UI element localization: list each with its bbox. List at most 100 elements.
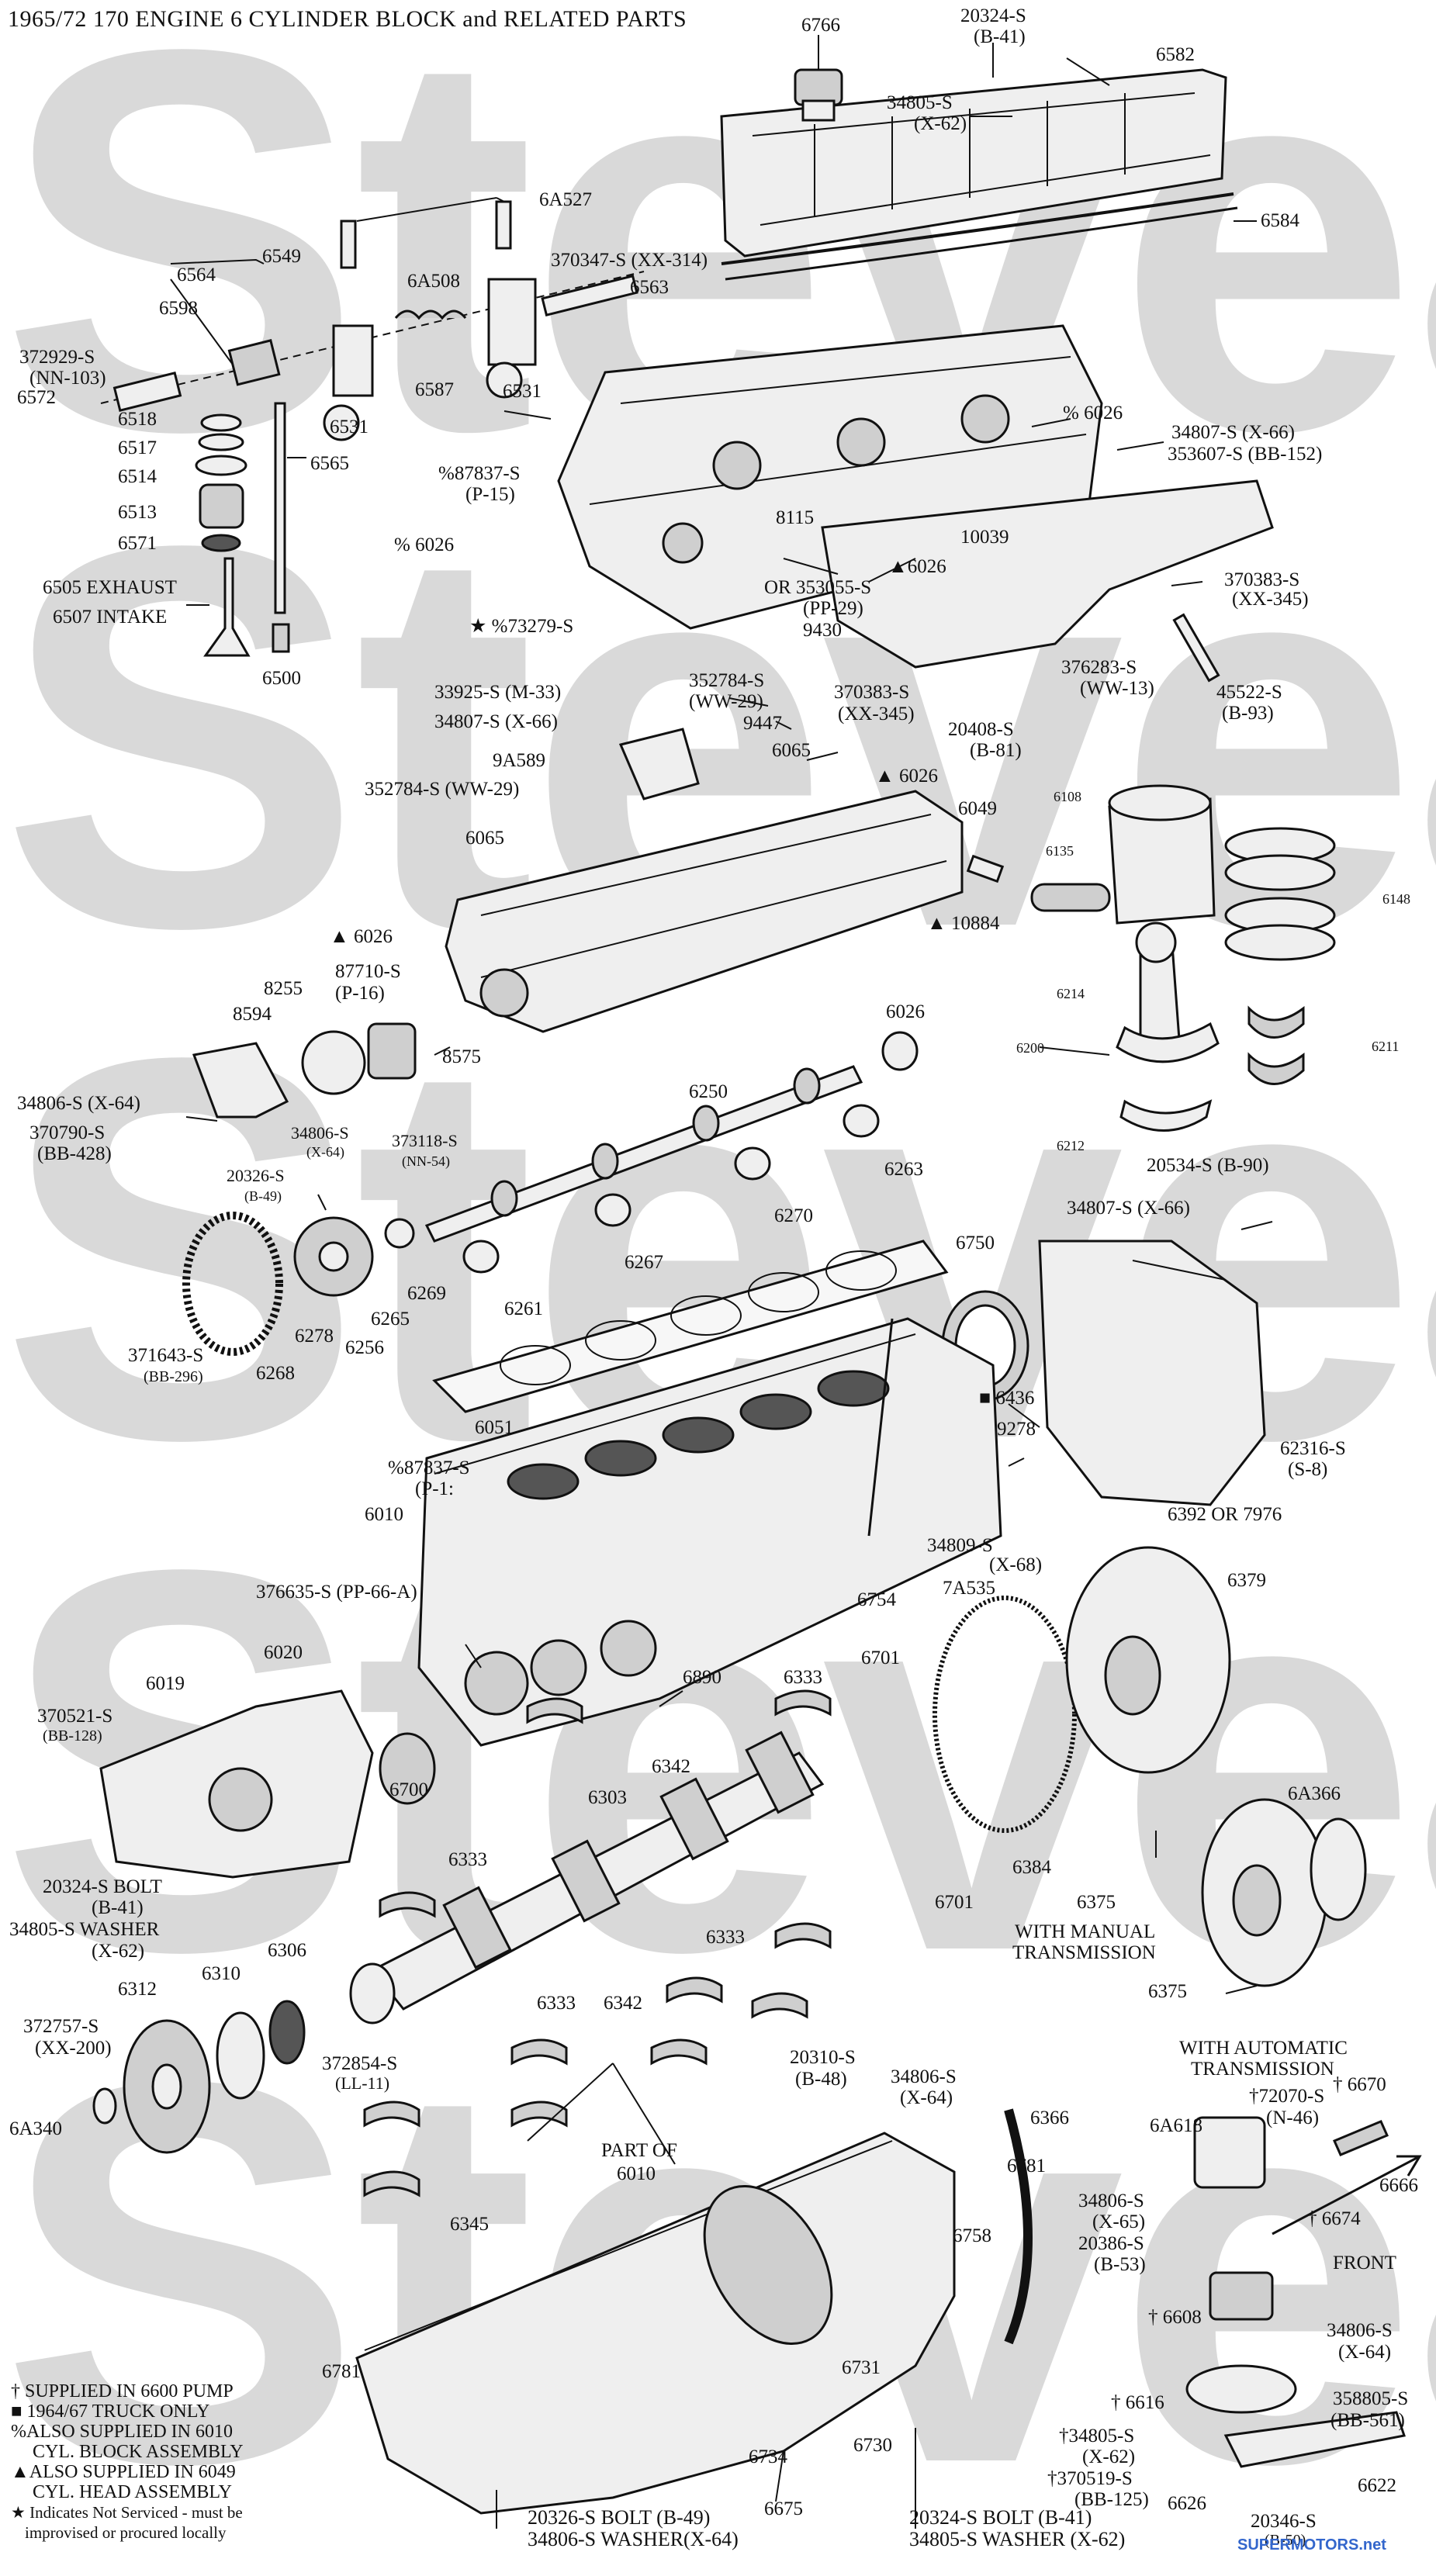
label-6019: 6019: [146, 1673, 185, 1694]
label-6622: 6622: [1358, 2475, 1396, 2496]
label-b-93: (B-93): [1222, 703, 1274, 724]
label-6051: 6051: [475, 1417, 514, 1438]
label-34805-s: 34805-S: [887, 92, 953, 113]
label-b-41-bolt: (B-41): [92, 1897, 144, 1918]
label-10039: 10039: [960, 527, 1009, 548]
label-6a340: 6A340: [9, 2118, 63, 2139]
label-b-50: (B-50): [1265, 2532, 1306, 2549]
label-6256: 6256: [345, 1337, 384, 1358]
label-with-manual: WITH MANUAL: [1015, 1921, 1156, 1942]
label-372854-s: 372854-S: [322, 2053, 398, 2074]
label-370521-s: 370521-S: [37, 1706, 113, 1727]
label-370519-s: †370519-S: [1047, 2468, 1133, 2489]
label-376635-s: 376635-S (PP-66-A): [256, 1582, 417, 1603]
label-6734: 6734: [749, 2446, 787, 2467]
legend-line-3: %ALSO SUPPLIED IN 6010: [11, 2422, 234, 2442]
connecting-rod: [1116, 921, 1305, 1132]
label-62316-s: 62316-S: [1280, 1438, 1346, 1459]
label-b-48: (B-48): [795, 2069, 847, 2090]
label-6214: 6214: [1057, 986, 1085, 1001]
label-6616: † 6616: [1111, 2392, 1164, 2413]
label-6730: 6730: [853, 2435, 892, 2456]
label-n-46: (N-46): [1266, 2107, 1320, 2128]
legend-line-4: CYL. BLOCK ASSEMBLY: [33, 2442, 244, 2462]
label-6065-top: 6065: [772, 740, 811, 761]
label-6750: 6750: [956, 1233, 995, 1253]
label-34807-s-mid: 34807-S (X-66): [434, 711, 559, 732]
legend-line-2: ■ 1964/67 TRUCK ONLY: [11, 2401, 210, 2422]
label-nn-54: (NN-54): [402, 1153, 450, 1169]
crankshaft-damper-pulley: [92, 2000, 306, 2154]
label-6263: 6263: [884, 1159, 923, 1180]
label-6250: 6250: [689, 1081, 728, 1102]
label-6312: 6312: [118, 1979, 157, 2000]
valve-spring-stack: [195, 402, 290, 657]
label-6392-or-7976: 6392 OR 7976: [1168, 1504, 1282, 1525]
oil-filler-cap: [794, 68, 843, 122]
label-9a589: 9A589: [493, 750, 546, 771]
label-358805-s: 358805-S: [1333, 2388, 1409, 2409]
label-6270: 6270: [774, 1205, 813, 1226]
label-6701-a: 6701: [861, 1648, 900, 1668]
label-bb-128: (BB-128): [43, 1727, 102, 1744]
label-6269: 6269: [407, 1283, 446, 1304]
label-ll-11: (LL-11): [335, 2073, 390, 2093]
site-logo: SUPERMOTORS.net: [1237, 2536, 1386, 2554]
bottom-left-bolt-note: 20326-S BOLT (B-49) 34806-S WASHER(X-64): [528, 2507, 739, 2550]
label-6584: 6584: [1261, 210, 1299, 231]
label-x-62-pump: (X-62): [1082, 2446, 1136, 2467]
crankshaft: [349, 1731, 825, 2024]
label-73279-s: ★ %73279-S: [469, 616, 574, 637]
label-6200: 6200: [1016, 1040, 1044, 1056]
label-34806-s-b: 34806-S: [291, 1123, 349, 1143]
label-6026-plain: 6026: [886, 1001, 925, 1022]
dipstick-tube: [867, 1318, 1033, 2345]
label-6a508: 6A508: [407, 271, 461, 292]
label-6375-auto: 6375: [1148, 1981, 1187, 2002]
label-370383-s-right: 370383-S: [1224, 569, 1300, 590]
label-20326-s: 20326-S: [227, 1166, 285, 1185]
bottom-right-bolt-note: 20324-S BOLT (B-41) 34805-S WASHER (X-62…: [909, 2507, 1125, 2550]
label-373118-s: 373118-S: [392, 1131, 458, 1150]
flywheel-and-ring-gear: [933, 1546, 1367, 1987]
label-6303: 6303: [588, 1787, 627, 1808]
label-b-53: (B-53): [1094, 2254, 1146, 2275]
label-6211: 6211: [1372, 1039, 1400, 1054]
label-9430: 9430: [803, 620, 842, 641]
label-front: FRONT: [1333, 2253, 1396, 2273]
label-6549: 6549: [262, 246, 301, 267]
camshaft: [424, 1031, 919, 1274]
label-6563: 6563: [630, 277, 669, 298]
label-8115: 8115: [776, 507, 815, 528]
label-6342-a: 6342: [652, 1756, 690, 1777]
label-6261: 6261: [504, 1298, 543, 1319]
label-6731: 6731: [842, 2357, 881, 2378]
label-371643-s: 371643-S: [128, 1345, 204, 1366]
label-34806-s-x64-a: 34806-S (X-64): [17, 1093, 141, 1114]
label-6366: 6366: [1030, 2107, 1069, 2128]
label-6342-b: 6342: [604, 1993, 642, 2014]
label-nn-103: (NN-103): [29, 368, 106, 389]
label-xx-200: (XX-200): [35, 2038, 112, 2059]
label-6026-pct-right: % 6026: [1063, 403, 1123, 424]
label-6587: 6587: [415, 379, 454, 400]
label-376283-s: 376283-S: [1061, 657, 1137, 678]
label-bb-125: (BB-125): [1074, 2489, 1149, 2510]
label-6500: 6500: [262, 668, 301, 689]
label-45522-s: 45522-S: [1216, 682, 1282, 703]
label-6010-block: 6010: [365, 1504, 403, 1525]
legend-line-7: ★ Indicates Not Serviced - must be: [11, 2503, 243, 2522]
label-transmission-auto: TRANSMISSION: [1191, 2059, 1334, 2080]
diagram-title: 1965/72 170 ENGINE 6 CYLINDER BLOCK and …: [8, 6, 687, 32]
label-6582: 6582: [1156, 44, 1195, 65]
label-6674: † 6674: [1307, 2208, 1361, 2229]
label-bb-296: (BB-296): [144, 1368, 203, 1385]
label-6436: ■ 6436: [979, 1388, 1035, 1409]
front-direction-arrow: [1272, 2155, 1422, 2235]
label-6565: 6565: [310, 453, 349, 474]
label-6670: † 6670: [1333, 2074, 1386, 2095]
head-gasket: [432, 1240, 949, 1413]
label-6333-a: 6333: [784, 1667, 822, 1688]
label-6513: 6513: [118, 502, 157, 523]
label-x-65: (X-65): [1092, 2211, 1146, 2232]
